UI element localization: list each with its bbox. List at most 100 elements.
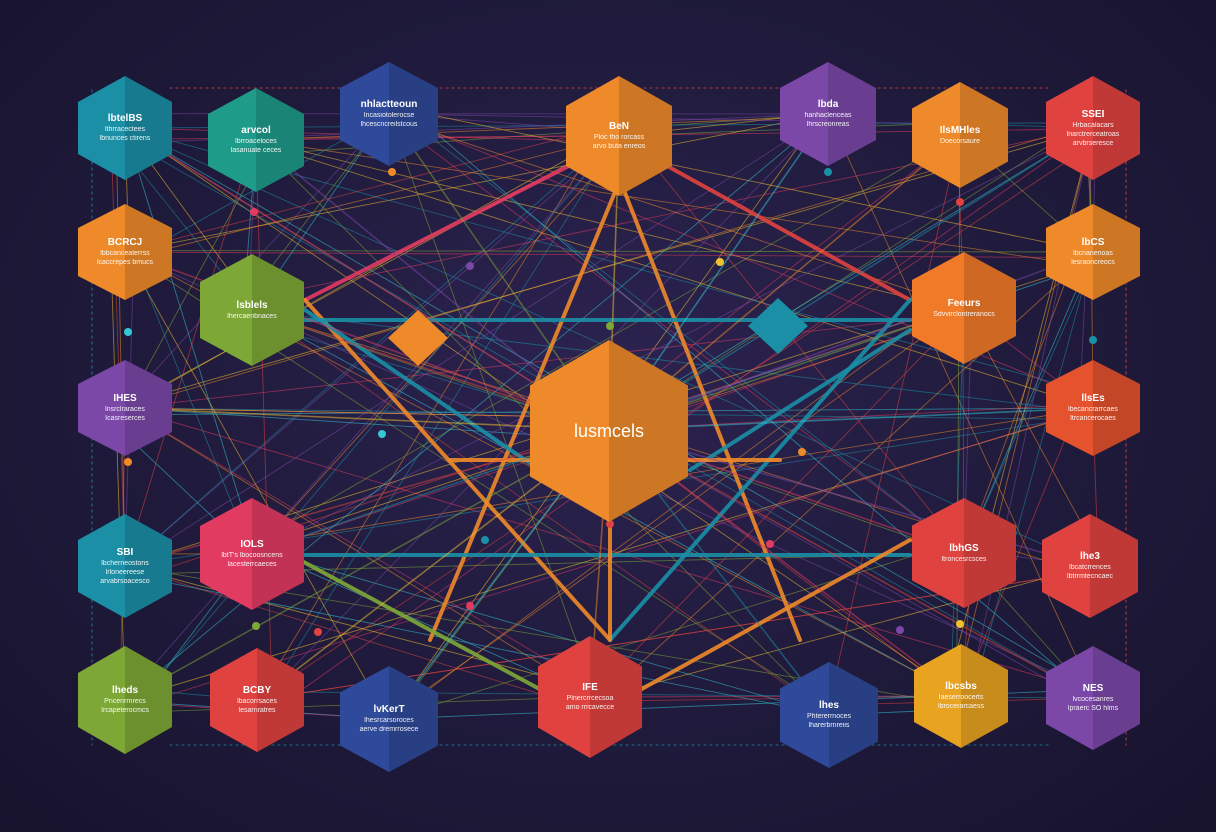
node-line: lhrscreonreas <box>806 121 850 128</box>
connection-line <box>968 251 1094 710</box>
node-line: lesarnratres <box>238 707 276 714</box>
junction-dot <box>466 602 474 610</box>
node-line: lbnunces ctirens <box>99 135 151 142</box>
connection-line <box>638 538 912 692</box>
connection-line <box>240 127 1094 561</box>
connection-line <box>303 298 612 642</box>
node-title: nhlactteoun <box>360 99 418 110</box>
junction-dot <box>124 458 132 466</box>
connection-line <box>109 250 1094 253</box>
node-line: lnsrclraraces <box>105 406 145 413</box>
node-line: aerve dremrrosece <box>359 726 419 733</box>
connection-line <box>388 113 600 707</box>
connection-line <box>608 127 1094 431</box>
connection-line <box>124 127 610 431</box>
connection-line <box>110 113 829 256</box>
connection-line <box>608 119 1089 431</box>
connection-line <box>124 131 257 567</box>
connection-line <box>303 308 542 472</box>
connection-line <box>124 127 259 561</box>
junction-dot <box>766 540 774 548</box>
node-line: lbbcanceaterrss <box>100 250 150 257</box>
node-line: lbcherneostons <box>101 559 149 567</box>
node-line: lbcatcrrences <box>1069 564 1111 571</box>
node-line: lcaccrepes bmucs <box>96 259 154 266</box>
node-title: arvcol <box>241 125 271 136</box>
connection-line <box>124 125 608 253</box>
connection-line <box>248 139 1094 409</box>
junction-dot <box>798 448 806 456</box>
node-line: lbtrrmtecncaec <box>1067 573 1113 580</box>
connection-line <box>585 565 1091 703</box>
junction-dot <box>388 168 396 176</box>
node-line: lbtT's lbocoosncens <box>221 552 283 559</box>
connection-line <box>243 301 830 716</box>
connection-line <box>960 404 1080 697</box>
connection-line <box>239 543 830 716</box>
node-hex: IOLS lbtT's lbocoosncens lacesterrcaeces <box>200 498 304 610</box>
junction-dot <box>466 262 474 270</box>
connection-line <box>688 328 912 472</box>
connection-line <box>124 129 619 409</box>
node-line: lbecancrarrcaes <box>1068 406 1118 413</box>
node-line: Iaeserroocerts <box>938 694 984 701</box>
connection-line <box>608 407 1094 431</box>
junction-dot <box>824 168 832 176</box>
connection-line <box>115 131 126 567</box>
node-line: hanhaclenceas <box>804 112 852 119</box>
node-title: lbhGS <box>949 542 979 554</box>
connection-line <box>133 259 253 555</box>
node-line: lbacorrsaces <box>237 698 277 705</box>
node-title: BCBY <box>242 685 272 696</box>
node-title: lsblels <box>236 299 268 311</box>
junction-dot <box>252 622 260 630</box>
junction-dot <box>314 628 322 636</box>
junction-dot <box>896 626 904 634</box>
node-title: lhe3 <box>1079 551 1100 562</box>
node-title: lbcsbs <box>945 681 977 692</box>
connection-line <box>608 429 1094 699</box>
junction-dot <box>378 430 386 438</box>
connection-line <box>124 125 625 567</box>
node-title: Feeurs <box>947 297 981 309</box>
node-line: lbrocerarcaess <box>938 703 984 710</box>
junction-dot <box>1089 336 1097 344</box>
node-title: lbCS <box>1081 237 1105 248</box>
connection-line <box>254 134 961 544</box>
connection-line <box>630 136 965 554</box>
junction-dot <box>716 258 724 266</box>
node-title: llsEs <box>1081 393 1105 404</box>
node-line: lesraoncreocs <box>1071 259 1115 266</box>
node-line: ltrcancerocaes <box>1070 415 1116 422</box>
junction-dot <box>481 536 489 544</box>
connection-line <box>251 141 625 555</box>
node-title: BeN <box>608 121 629 132</box>
node-line: lbrroaceloces <box>235 138 277 145</box>
node-line: Pncenrrnrecs <box>104 698 146 705</box>
node-line: lthrracectees <box>104 126 146 133</box>
connection-line <box>589 695 959 698</box>
connection-line <box>112 127 1094 409</box>
node-line: Incasiotolerocse <box>363 112 415 119</box>
node-title: lheds <box>111 685 139 696</box>
node-line: Ircapeterocmcs <box>101 707 149 714</box>
connection-line <box>608 429 1098 709</box>
connection-line <box>251 309 1081 412</box>
floating-diamond <box>388 310 448 366</box>
junction-dot <box>124 328 132 336</box>
node-line: Ploc tho rorcass <box>593 134 645 141</box>
node-line: lhesrcarsoroces <box>364 717 414 724</box>
connection-line <box>124 407 610 431</box>
node-line: Hrbacalacars <box>1072 121 1114 129</box>
connection-line <box>135 135 620 687</box>
node-line: lharerbrnreiis <box>808 722 850 729</box>
connection-line <box>389 105 1094 253</box>
connection-line <box>428 178 622 642</box>
node-line: lnarctrerceatroas <box>1066 130 1120 138</box>
node-hex: BeN Ploc tho rorcass arvo buta enreos <box>566 76 672 196</box>
node-line: lasanuate ceces <box>230 147 282 154</box>
node-title: SBI <box>116 546 134 558</box>
node-line: Doecorsaure <box>939 137 981 145</box>
connection-line <box>255 139 970 313</box>
node-line: amo rrrcavecce <box>565 704 615 711</box>
